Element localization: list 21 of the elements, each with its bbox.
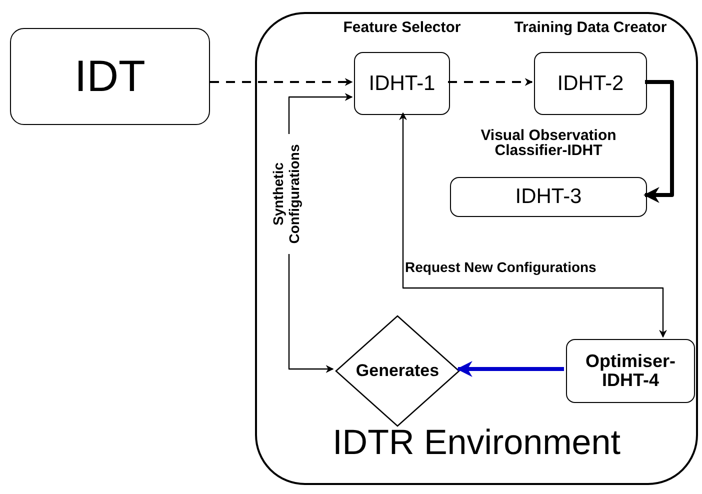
box-label: IDHT-1 — [368, 70, 436, 97]
box-label: IDHT-3 — [515, 184, 582, 210]
arrow — [456, 361, 564, 377]
process-box — [10, 28, 210, 125]
arrow — [399, 112, 667, 338]
arrow — [210, 78, 353, 86]
process-box — [566, 339, 695, 403]
box-heading: Training Data Creator — [514, 18, 667, 38]
box-heading: Feature Selector — [343, 18, 461, 38]
node-label: Generates — [356, 360, 440, 382]
container-title: IDTR Environment — [332, 422, 620, 464]
box-heading: Visual Observation Classifier-IDHT — [480, 128, 618, 158]
box-label: IDT — [74, 50, 146, 102]
box-label: IDHT-2 — [557, 70, 624, 97]
edge-label: Request New Configurations — [405, 259, 596, 275]
arrow — [448, 78, 533, 86]
edge-label: Synthetic Configurations — [270, 134, 302, 254]
decision-diamond — [335, 315, 460, 427]
box-label: Optimiser- IDHT-4 — [584, 352, 677, 390]
arrow — [643, 80, 674, 203]
environment-container — [255, 12, 698, 485]
